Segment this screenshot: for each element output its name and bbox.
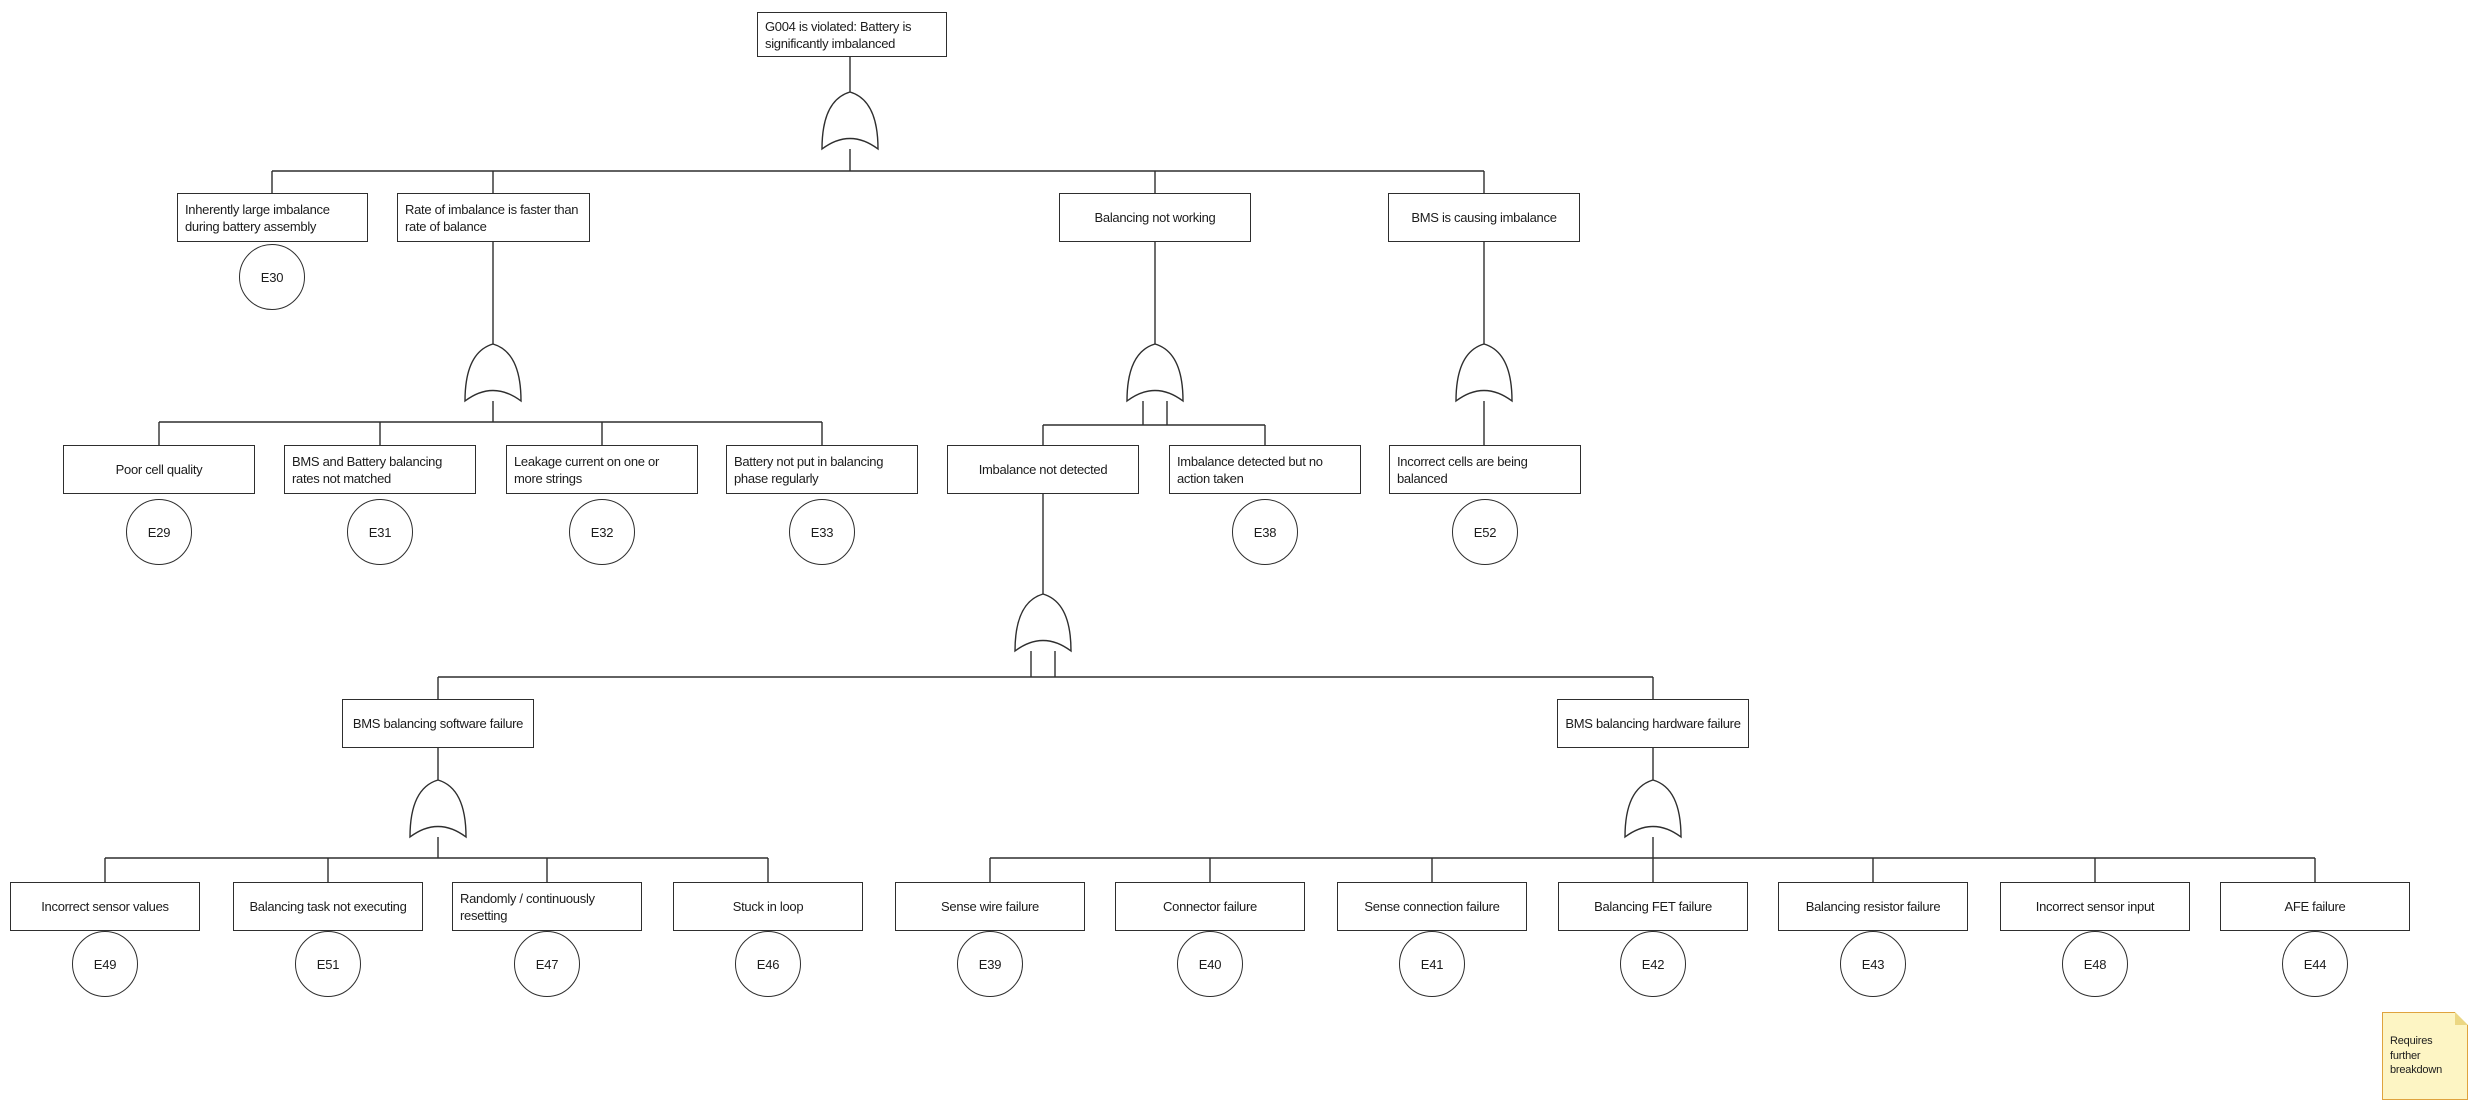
fault-event-label: Incorrect sensor values (41, 899, 169, 914)
basic-event-circle[interactable]: E41 (1399, 931, 1465, 997)
fault-event-box[interactable]: Imbalance detected but no action taken (1169, 445, 1361, 494)
basic-event-label: E44 (2303, 956, 2327, 972)
fault-event-box[interactable]: Stuck in loop (673, 882, 863, 931)
basic-event-label: E51 (316, 956, 340, 972)
basic-event-circle[interactable]: E49 (72, 931, 138, 997)
basic-event-circle[interactable]: E42 (1620, 931, 1686, 997)
fault-event-box[interactable]: Incorrect sensor input (2000, 882, 2190, 931)
fault-event-box[interactable]: Sense wire failure (895, 882, 1085, 931)
fault-event-label: Sense connection failure (1364, 899, 1500, 914)
fault-event-box[interactable]: BMS is causing imbalance (1388, 193, 1580, 242)
or-gate-icon[interactable] (1624, 779, 1682, 838)
fault-event-box[interactable]: Leakage current on one or more strings (506, 445, 698, 494)
basic-event-circle[interactable]: E40 (1177, 931, 1243, 997)
fault-event-box[interactable]: Randomly / continuously resetting (452, 882, 642, 931)
basic-event-label: E41 (1420, 956, 1444, 972)
fault-event-box[interactable]: Connector failure (1115, 882, 1305, 931)
basic-event-label: E52 (1473, 524, 1497, 540)
fault-event-label: BMS is causing imbalance (1411, 210, 1557, 225)
basic-event-circle[interactable]: E52 (1452, 499, 1518, 565)
fault-event-label: BMS balancing software failure (352, 716, 524, 731)
or-gate-icon[interactable] (821, 91, 879, 150)
basic-event-circle[interactable]: E30 (239, 244, 305, 310)
fault-event-label: AFE failure (2284, 899, 2346, 914)
fault-event-label: Connector failure (1163, 899, 1257, 914)
basic-event-label: E33 (810, 524, 834, 540)
sticky-note[interactable]: Requires further breakdown (2382, 1012, 2468, 1100)
fault-event-box[interactable]: Inherently large imbalance during batter… (177, 193, 368, 242)
fault-event-label: Balancing task not executing (249, 899, 407, 914)
or-gate-icon[interactable] (464, 343, 522, 402)
fault-event-box[interactable]: Rate of imbalance is faster than rate of… (397, 193, 590, 242)
basic-event-circle[interactable]: E47 (514, 931, 580, 997)
basic-event-label: E47 (535, 956, 559, 972)
basic-event-label: E32 (590, 524, 614, 540)
or-gate-icon[interactable] (1455, 343, 1513, 402)
basic-event-circle[interactable]: E31 (347, 499, 413, 565)
fault-event-label: BMS and Battery balancing rates not matc… (292, 453, 443, 486)
basic-event-label: E49 (93, 956, 117, 972)
basic-event-label: E42 (1641, 956, 1665, 972)
fault-event-label: Battery not put in balancing phase regul… (734, 453, 884, 486)
basic-event-circle[interactable]: E29 (126, 499, 192, 565)
fault-event-label: Balancing FET failure (1594, 899, 1712, 914)
fault-event-box[interactable]: Battery not put in balancing phase regul… (726, 445, 918, 494)
fault-event-label: Stuck in loop (732, 899, 804, 914)
fault-event-label: Imbalance not detected (978, 462, 1108, 477)
fault-event-box[interactable]: BMS balancing software failure (342, 699, 534, 748)
fault-event-box[interactable]: AFE failure (2220, 882, 2410, 931)
fault-event-box[interactable]: Imbalance not detected (947, 445, 1139, 494)
fault-event-label: Leakage current on one or more strings (514, 453, 659, 486)
basic-event-circle[interactable]: E38 (1232, 499, 1298, 565)
fault-event-label: Incorrect sensor input (2035, 899, 2155, 914)
or-gate-icon[interactable] (1014, 593, 1072, 652)
fault-event-box[interactable]: Balancing task not executing (233, 882, 423, 931)
fault-event-box[interactable]: Incorrect cells are being balanced (1389, 445, 1581, 494)
fault-event-label: Balancing resistor failure (1805, 899, 1941, 914)
top-event-label: G004 is violated: Battery is significant… (765, 18, 912, 51)
fault-event-box[interactable]: Incorrect sensor values (10, 882, 200, 931)
or-gate-icon[interactable] (1126, 343, 1184, 402)
fault-event-label: Inherently large imbalance during batter… (185, 201, 330, 234)
basic-event-circle[interactable]: E43 (1840, 931, 1906, 997)
connector-lines (104, 57, 2316, 882)
fault-event-box[interactable]: BMS and Battery balancing rates not matc… (284, 445, 476, 494)
basic-event-label: E40 (1198, 956, 1222, 972)
fault-event-label: Sense wire failure (941, 899, 1039, 914)
basic-event-circle[interactable]: E33 (789, 499, 855, 565)
fault-event-label: Imbalance detected but no action taken (1177, 453, 1323, 486)
basic-event-circle[interactable]: E32 (569, 499, 635, 565)
sticky-note-text: Requires further breakdown (2390, 1035, 2443, 1077)
fault-event-label: Rate of imbalance is faster than rate of… (405, 201, 579, 234)
fault-event-label: Incorrect cells are being balanced (1397, 453, 1528, 486)
basic-event-label: E39 (978, 956, 1002, 972)
fault-event-box[interactable]: Balancing resistor failure (1778, 882, 1968, 931)
basic-event-label: E31 (368, 524, 392, 540)
basic-event-label: E38 (1253, 524, 1277, 540)
fault-event-box[interactable]: Poor cell quality (63, 445, 255, 494)
basic-event-label: E30 (260, 269, 284, 285)
fault-event-label: Randomly / continuously resetting (460, 890, 595, 923)
basic-event-circle[interactable]: E46 (735, 931, 801, 997)
basic-event-label: E48 (2083, 956, 2107, 972)
fault-event-label: BMS balancing hardware failure (1565, 716, 1741, 731)
or-gate-icon[interactable] (409, 779, 467, 838)
fault-event-box[interactable]: Balancing FET failure (1558, 882, 1748, 931)
folded-corner-icon (2455, 1012, 2468, 1025)
fault-event-box[interactable]: Sense connection failure (1337, 882, 1527, 931)
basic-event-label: E29 (147, 524, 171, 540)
top-event-box[interactable]: G004 is violated: Battery is significant… (757, 12, 947, 57)
basic-event-circle[interactable]: E44 (2282, 931, 2348, 997)
basic-event-circle[interactable]: E39 (957, 931, 1023, 997)
basic-event-circle[interactable]: E51 (295, 931, 361, 997)
basic-event-circle[interactable]: E48 (2062, 931, 2128, 997)
fault-event-label: Poor cell quality (115, 462, 203, 477)
basic-event-label: E43 (1861, 956, 1885, 972)
fault-event-label: Balancing not working (1094, 210, 1216, 225)
basic-event-label: E46 (756, 956, 780, 972)
fault-event-box[interactable]: BMS balancing hardware failure (1557, 699, 1749, 748)
fault-event-box[interactable]: Balancing not working (1059, 193, 1251, 242)
